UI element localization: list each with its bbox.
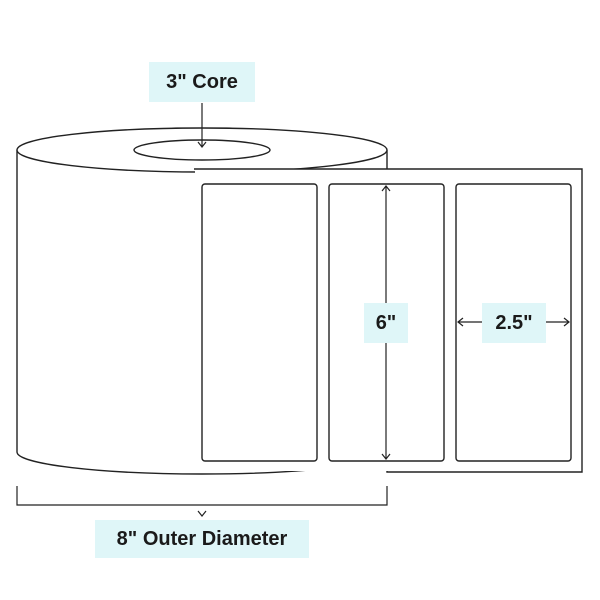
height-arrow-head-bottom	[381, 453, 391, 460]
core-arrow-head	[197, 141, 207, 148]
outer-diameter-bracket	[16, 486, 388, 506]
label-1	[201, 183, 318, 462]
core-label: 3" Core	[149, 62, 255, 102]
height-label: 6"	[364, 303, 408, 343]
width-arrow-head-right	[563, 317, 570, 327]
outer-diameter-label: 8" Outer Diameter	[95, 520, 309, 558]
height-arrow-head-top	[381, 185, 391, 192]
width-label: 2.5"	[482, 303, 546, 343]
outer-diameter-pointer	[197, 510, 207, 517]
width-arrow-head-left	[457, 317, 464, 327]
